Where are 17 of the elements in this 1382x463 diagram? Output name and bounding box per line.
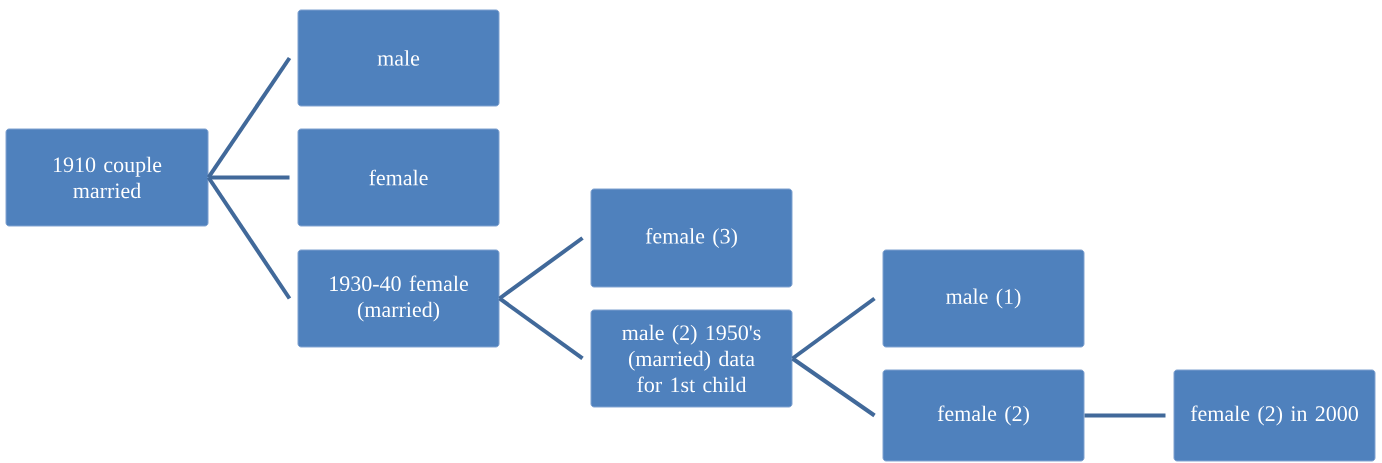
connector-line	[1084, 413, 1166, 418]
process-box: female (2) in 2000	[1173, 369, 1376, 462]
connector-line	[791, 356, 876, 418]
process-box: 1910 couple married	[5, 128, 209, 227]
connector-line	[208, 175, 290, 180]
connector-line	[791, 296, 876, 361]
process-box: female (2)	[882, 369, 1085, 462]
process-box: male	[297, 9, 500, 107]
process-box: female	[297, 128, 500, 227]
connector-line	[206, 56, 292, 179]
process-box: male (1)	[882, 249, 1085, 348]
connector-line	[206, 176, 292, 300]
connector-line	[498, 296, 584, 361]
process-box: female (3)	[590, 188, 793, 288]
process-box: 1930-40 female (married)	[297, 249, 500, 348]
connector-line	[498, 236, 584, 301]
process-box: male (2) 1950's (married) data for 1st child	[590, 309, 793, 408]
